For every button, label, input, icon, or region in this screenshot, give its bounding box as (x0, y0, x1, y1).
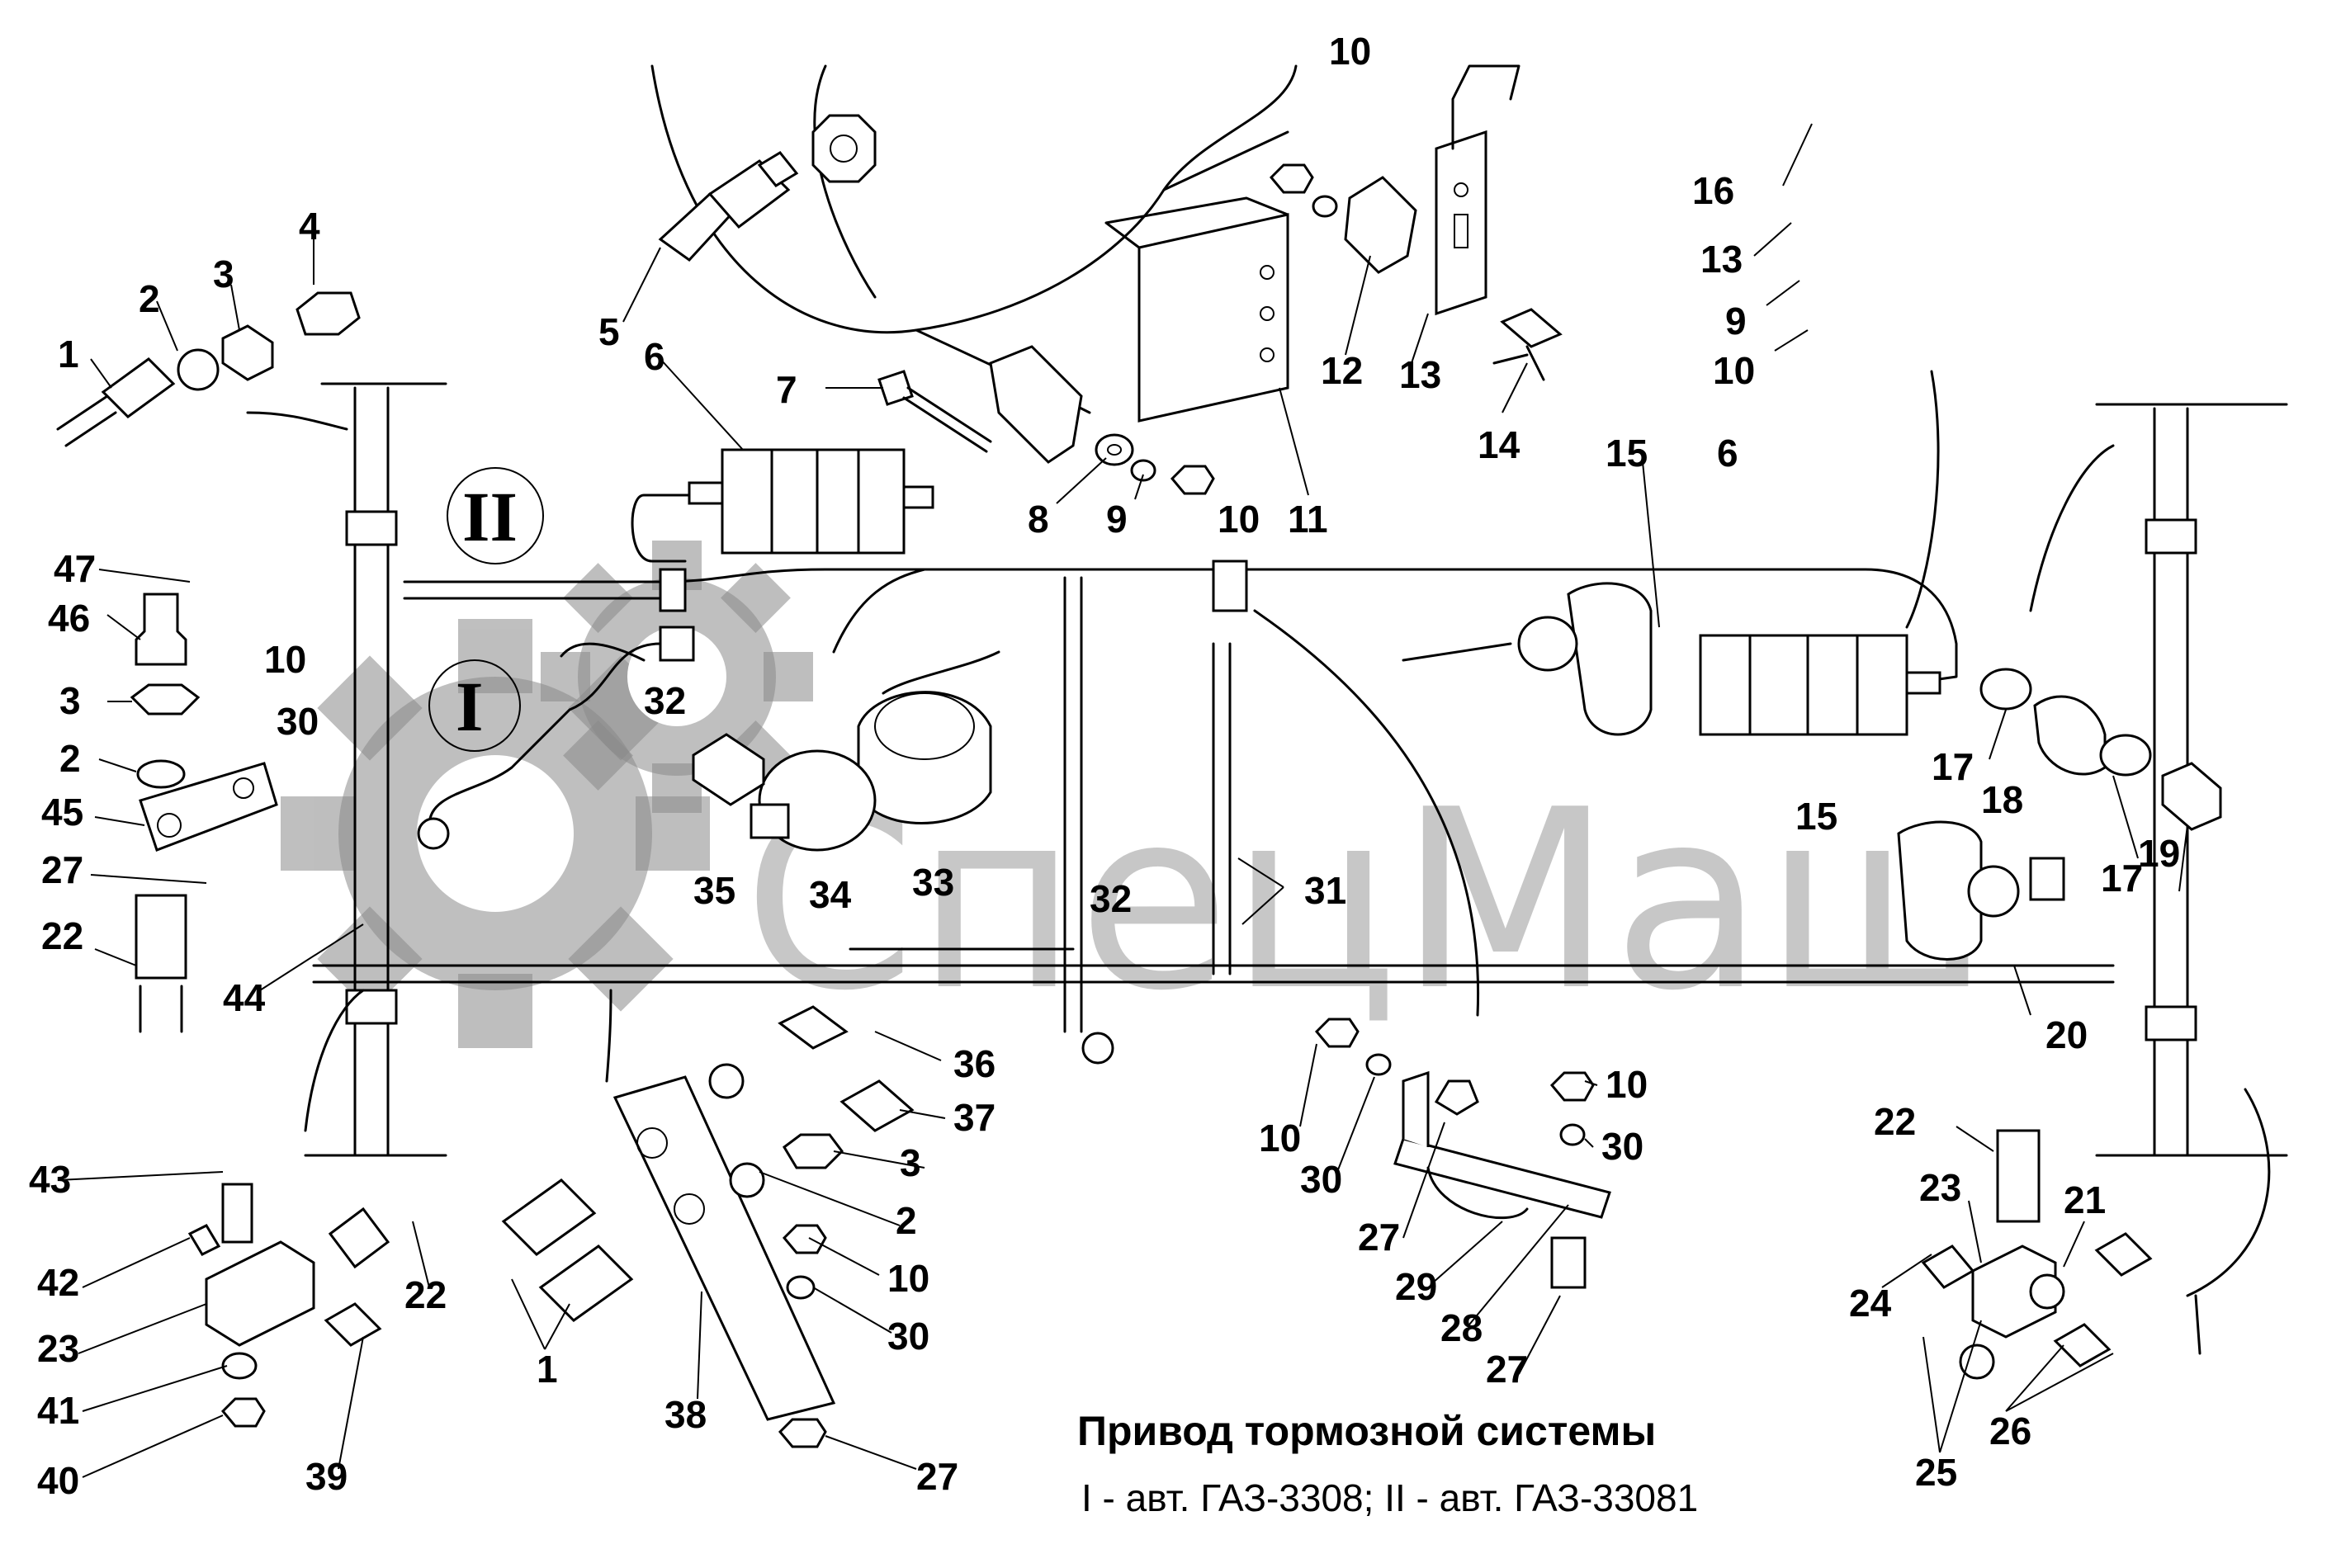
callout-label: 41 (37, 1389, 79, 1432)
callout-label: 8 (1028, 498, 1049, 541)
callout-label: 1 (58, 333, 79, 375)
pressure-sensor-fitting (658, 151, 799, 262)
watermark: СпецМаш (281, 541, 1991, 1048)
callout-label: 30 (1601, 1125, 1643, 1168)
callout-label: 6 (1717, 432, 1738, 475)
callout-label: 2 (139, 277, 160, 320)
callout-label: 10 (1606, 1063, 1648, 1106)
callout-label: 9 (1106, 498, 1128, 541)
callout-label: 32 (1090, 877, 1132, 920)
callout-label: 11 (1288, 498, 1328, 541)
callout-label: 25 (1915, 1451, 1957, 1494)
callout-label: 46 (48, 597, 90, 640)
callout-label: 16 (1692, 169, 1734, 212)
variant-mark-two: II (462, 477, 518, 556)
callout-label: 23 (1919, 1166, 1961, 1209)
callout-label: 20 (2045, 1013, 2088, 1056)
callout-label: 27 (1486, 1348, 1528, 1391)
callout-label: 35 (693, 869, 735, 912)
tank-bracket (989, 64, 1520, 464)
callout-label: 2 (59, 737, 81, 780)
callout-label: 6 (644, 335, 665, 378)
callout-label: 19 (2138, 832, 2180, 875)
callout-label: 38 (664, 1393, 707, 1436)
callout-label: 3 (59, 679, 81, 722)
callout-label: 23 (37, 1327, 79, 1370)
callout-label: 32 (644, 679, 686, 722)
callout-label: 27 (1358, 1216, 1400, 1259)
callout-label: 14 (1478, 423, 1520, 466)
right-fittings (1921, 668, 2222, 1380)
diagram-title: Привод тормозной системы (1077, 1408, 1657, 1454)
callout-label: 44 (223, 976, 266, 1019)
valve-block-left (631, 448, 934, 563)
leader-lines (57, 123, 2188, 1478)
callout-label: 27 (916, 1455, 958, 1498)
bottom-left-block (187, 1183, 390, 1428)
callout-label: 24 (1849, 1282, 1892, 1325)
callout-label: 33 (912, 861, 954, 904)
callout-label: 3 (213, 253, 234, 295)
callout-label: 9 (1725, 300, 1747, 342)
callout-label: 43 (29, 1158, 71, 1201)
callout-label: 31 (1304, 869, 1346, 912)
callout-label: 18 (1981, 778, 2023, 821)
variant-mark-one: I (456, 667, 483, 746)
mount-bracket-38 (501, 1005, 915, 1448)
callout-label: 30 (887, 1315, 929, 1358)
callout-label: 22 (41, 914, 83, 957)
callout-label: 37 (953, 1096, 996, 1139)
callout-label: 21 (2064, 1178, 2106, 1221)
callout-label: 10 (1259, 1117, 1301, 1159)
callout-label: 45 (41, 791, 83, 834)
callout-label: 5 (598, 310, 620, 353)
callout-label: 7 (776, 368, 797, 411)
callout-label: 13 (1399, 353, 1441, 396)
callout-label: 10 (264, 638, 306, 681)
callout-label: 10 (1218, 498, 1260, 541)
brake-chamber-lower (1897, 820, 2065, 961)
callout-label: 4 (299, 205, 320, 248)
callout-label: 13 (1700, 238, 1743, 281)
callout-label: 47 (54, 547, 96, 590)
callout-label: 17 (2101, 857, 2143, 900)
callout-label: 27 (41, 848, 83, 891)
callout-label: 36 (953, 1042, 996, 1085)
callout-label: 39 (305, 1455, 348, 1498)
callout-label: 3 (900, 1141, 921, 1184)
callout-label: 30 (277, 700, 319, 743)
callout-label: 30 (1300, 1158, 1342, 1201)
top-left-fittings (56, 291, 361, 447)
callout-label: 10 (1329, 30, 1371, 73)
mount-bracket-28 (1314, 1018, 1611, 1289)
callout-labels: 1 2 3 4 5 6 7 8 9 10 10 11 12 13 14 15 1… (29, 30, 2180, 1502)
callout-label: 17 (1932, 745, 1974, 788)
callout-label: 29 (1395, 1265, 1437, 1308)
valve-block-right (1699, 634, 1941, 736)
callout-label: 22 (1874, 1100, 1916, 1143)
callout-label: 12 (1321, 349, 1363, 392)
callout-label: 34 (809, 873, 852, 916)
callout-label: 15 (1606, 432, 1648, 475)
callout-label: 22 (404, 1273, 447, 1316)
direction-arrows (180, 353, 2271, 1355)
callout-label: 42 (37, 1261, 79, 1304)
brake-chamber-upper (1402, 582, 1653, 736)
long-bolt (877, 370, 992, 453)
callout-label: 15 (1795, 795, 1837, 838)
variant-marks: II I (428, 467, 544, 752)
brake-sensor-left (417, 568, 695, 850)
callout-label: 1 (537, 1348, 558, 1391)
callout-label: 40 (37, 1459, 79, 1502)
fastener-set-top (1095, 163, 1563, 495)
left-fitting-bracket (130, 593, 278, 1033)
callout-label: 28 (1440, 1306, 1483, 1349)
sensor-parts-group (692, 691, 992, 852)
callout-label: 10 (887, 1257, 929, 1300)
callout-label: 2 (896, 1199, 917, 1242)
callout-label: 10 (1713, 349, 1755, 392)
callout-label: 26 (1989, 1410, 2031, 1452)
diagram-subtitle: I - авт. ГАЗ-3308; II - авт. ГАЗ-33081 (1081, 1476, 1699, 1519)
